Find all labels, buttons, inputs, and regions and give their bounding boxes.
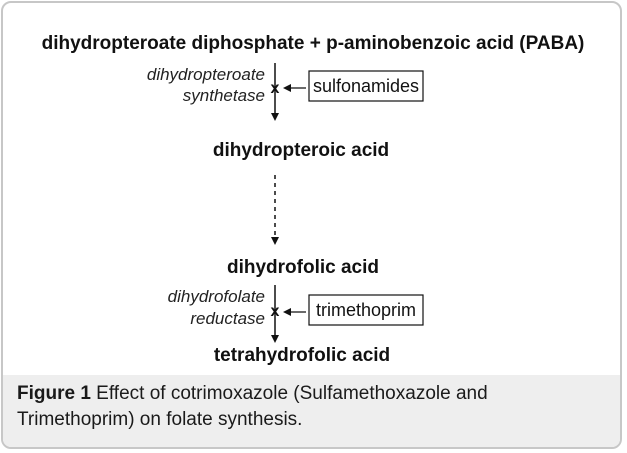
block-mark-2: x <box>271 303 280 320</box>
figure-caption: Figure 1 Effect of cotrimoxazole (Sulfam… <box>3 375 620 447</box>
tetrahydrofolic-acid-label: tetrahydrofolic acid <box>214 345 390 366</box>
dihydropteroic-acid-label: dihydropteroic acid <box>213 140 389 161</box>
trimethoprim-box <box>308 294 424 326</box>
caption-label: Figure 1 <box>17 383 91 404</box>
sulfonamides-label: sulfonamides <box>313 76 419 96</box>
dihydrofolic-acid-label: dihydrofolic acid <box>227 257 379 278</box>
sulfonamides-box <box>308 70 424 102</box>
block-mark-1: x <box>271 80 280 97</box>
figure-frame: dihydropteroate diphosphate + p-aminoben… <box>1 1 622 449</box>
caption-text: Effect of cotrimoxazole (Sulfamethoxazol… <box>17 383 488 430</box>
trimethoprim-label: trimethoprim <box>316 300 416 320</box>
enzyme2-label-line1: dihydrofolate <box>168 287 265 306</box>
enzyme2-label-line2: reductase <box>190 309 265 328</box>
enzyme1-label-line1: dihydropteroate <box>147 65 265 84</box>
folate-pathway-diagram: dihydropteroate diphosphate + p-aminoben… <box>42 33 585 366</box>
enzyme1-label-line2: synthetase <box>183 86 265 105</box>
substrates-label: dihydropteroate diphosphate + p-aminoben… <box>42 33 585 54</box>
